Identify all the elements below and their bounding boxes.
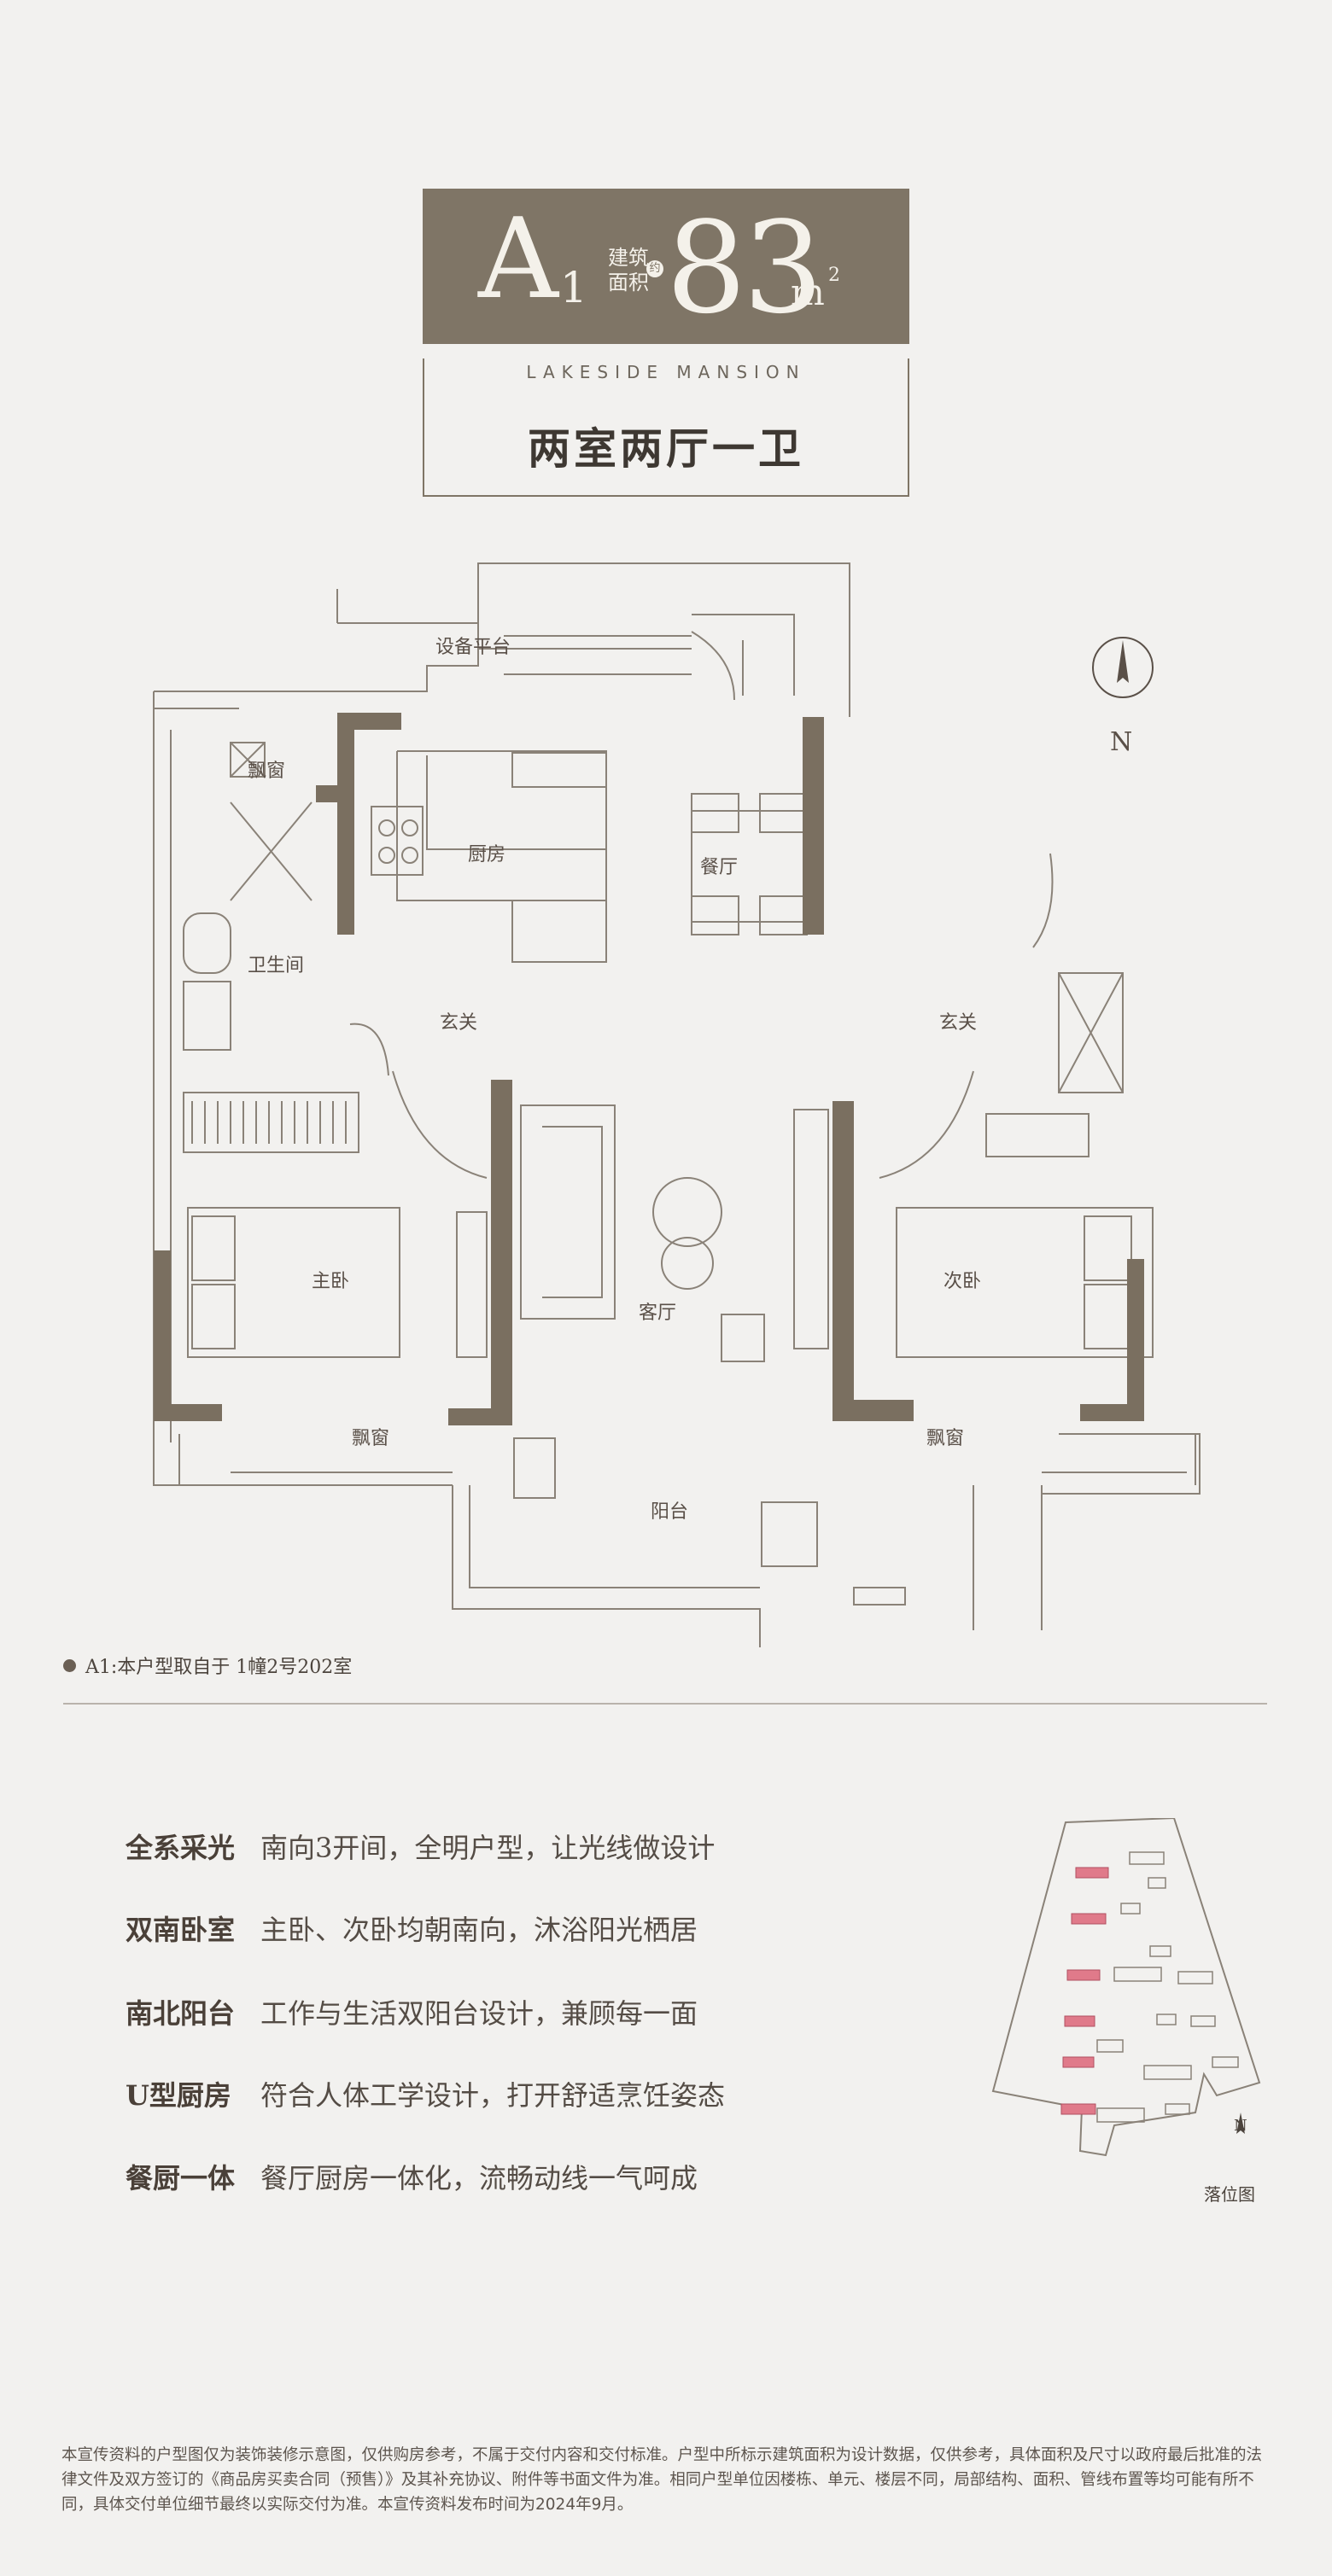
feature-desc: 符合人体工学设计，打开舒适烹饪姿态 (260, 2079, 726, 2112)
room-label-bay-window-se: 飘窗 (926, 1428, 964, 1449)
unit-code: A (478, 194, 558, 323)
feature-desc: 工作与生活双阳台设计，兼顾每一面 (260, 1997, 698, 2030)
room-label-second-bedroom: 次卧 (944, 1271, 981, 1292)
room-label-bathroom: 卫生间 (248, 955, 304, 976)
unit-code-sub: 1 (560, 263, 587, 312)
room-label-dining: 餐厅 (700, 857, 738, 878)
room-label-kitchen: 厨房 (468, 844, 505, 865)
feature-desc: 南向3开间，全明户型，让光线做设计 (260, 1832, 716, 1864)
disclaimer-text: 本宣传资料的户型图仅为装饰装修示意图，仅供购房参考，不属于交付内容和交付标准。户… (61, 2446, 1263, 2514)
title-frame (423, 358, 909, 497)
layout-title: 两室两厅一卫 (528, 423, 804, 474)
feature-label: 全系采光 (126, 1832, 236, 1864)
area-tag-line-2: 面积 (608, 271, 649, 294)
unit-source-note: A1:本户型取自于 1幢2号202室 (85, 1657, 353, 1678)
room-label-equipment-platform: 设备平台 (435, 637, 511, 658)
room-label-bay-window-nw: 飘窗 (248, 761, 285, 782)
room-label-foyer-right: 玄关 (939, 1012, 977, 1034)
room-label-foyer-left: 玄关 (440, 1012, 477, 1034)
feature-label: U型厨房 (126, 2079, 231, 2112)
site-plan-map (991, 1818, 1261, 2157)
feature-desc: 主卧、次卧均朝南向，沐浴阳光栖居 (260, 1914, 698, 1946)
site-plan-north-label: N (1234, 2117, 1247, 2135)
area-unit-sup: 2 (828, 265, 840, 286)
area-unit: m (791, 271, 825, 313)
site-plan-caption: 落位图 (1204, 2184, 1255, 2205)
room-label-bay-window-sw: 飘窗 (352, 1428, 389, 1449)
feature-desc: 餐厅厨房一体化，流畅动线一气呵成 (260, 2162, 698, 2194)
bullet-dot (63, 1659, 76, 1672)
approx-badge: 约 (646, 260, 663, 277)
title-banner (423, 189, 909, 344)
brand-name: LAKESIDE MANSION (526, 362, 806, 382)
room-label-master-bedroom: 主卧 (312, 1271, 349, 1292)
area-tag: 建筑 面积 (603, 246, 654, 295)
room-label-balcony: 阳台 (651, 1501, 688, 1523)
divider (63, 1703, 1267, 1705)
floor-plan: 设备平台 飘窗 厨房 餐厅 卫生间 玄关 玄关 主卧 客厅 次卧 飘窗 飘窗 阳… (153, 562, 1201, 1647)
compass-icon (1092, 637, 1154, 698)
area-tag-line-1: 建筑 (608, 246, 649, 270)
feature-label: 餐厨一体 (126, 2162, 236, 2194)
feature-label: 南北阳台 (126, 1997, 236, 2030)
room-label-living-room: 客厅 (639, 1303, 676, 1324)
compass-label: N (1110, 727, 1133, 757)
area-value: 83 (666, 195, 823, 341)
feature-label: 双南卧室 (126, 1914, 236, 1946)
